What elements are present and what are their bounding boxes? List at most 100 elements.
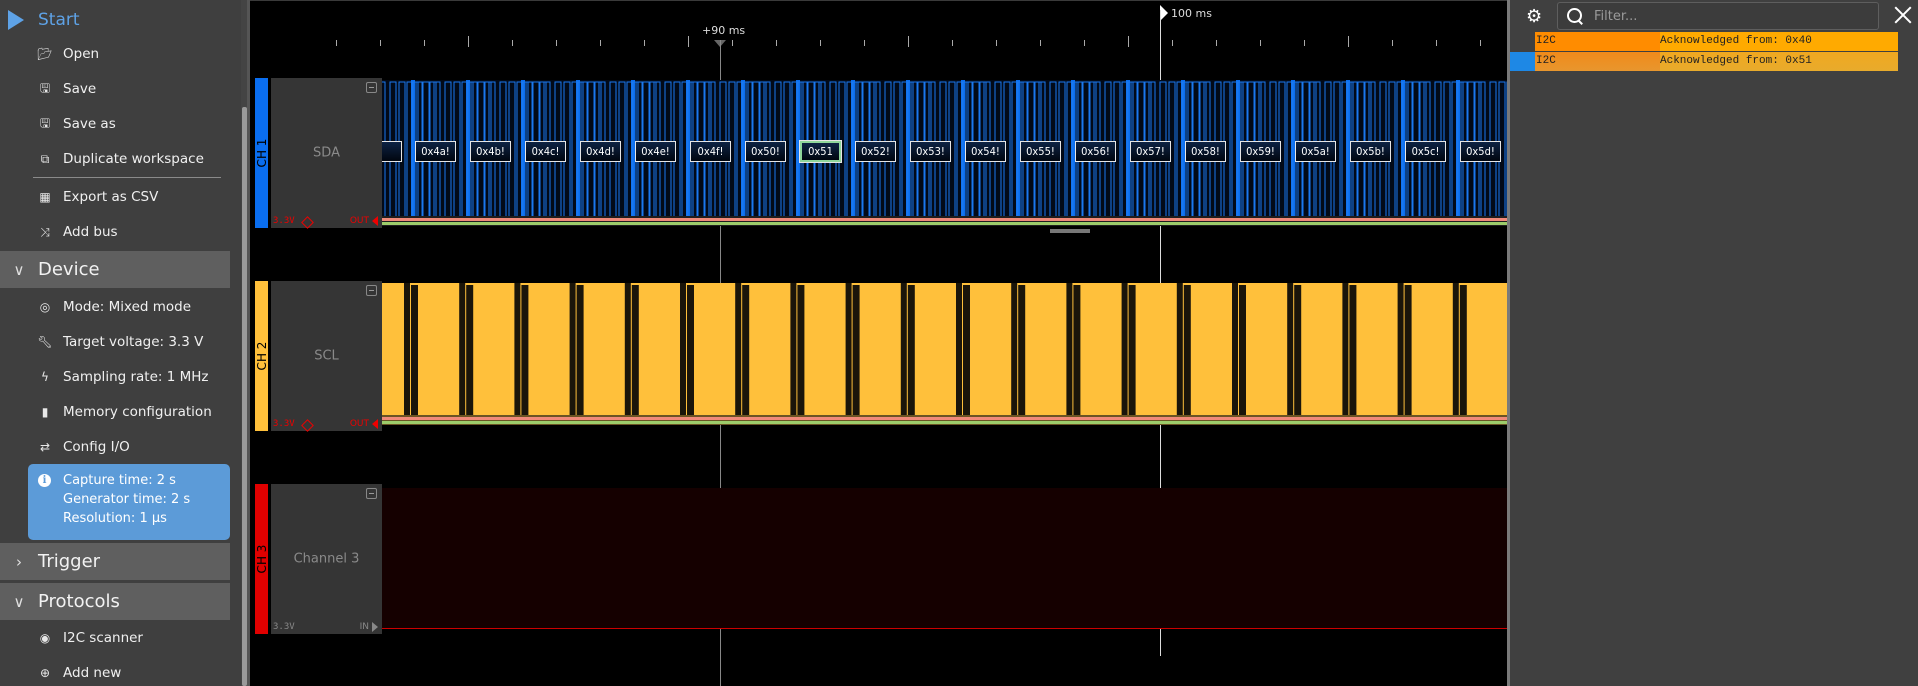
eye-icon: ◉	[39, 631, 51, 645]
minor-tick	[996, 40, 997, 46]
menu-item-label: Export as CSV	[63, 189, 159, 205]
decode-label[interactable]: 0x53!	[910, 141, 951, 162]
channel-2: CH 2 SCL 3.3V OUT	[255, 281, 1507, 432]
decode-label[interactable]: 0x5a!	[1295, 141, 1336, 162]
channel-direction[interactable]: IN	[360, 622, 378, 632]
menu-item-label: Mode: Mixed mode	[63, 299, 192, 315]
menu-item-save-as[interactable]: 🖫 Save as	[38, 112, 116, 136]
decode-label[interactable]: 0x59!	[1240, 141, 1281, 162]
minor-tick	[1480, 40, 1481, 46]
decode-label[interactable]: 0x55!	[1020, 141, 1061, 162]
major-tick	[908, 36, 909, 47]
channel-name: Channel 3	[293, 551, 360, 567]
cursor-b-label: 100 ms	[1171, 7, 1212, 20]
gear-icon[interactable]: ⚙	[1526, 6, 1543, 27]
channel-direction[interactable]: OUT	[350, 216, 378, 226]
channel-label-box[interactable]: SCL 3.3V OUT	[271, 281, 382, 432]
channel-3-trace[interactable]	[382, 484, 1507, 634]
sda-trace[interactable]: 0x4a! 0x4b! 0x4c! 0x4d! 0x4e! 0x4f! 0x50! 0x51 0…	[382, 78, 1507, 228]
decode-label[interactable]: 0x4d!	[580, 141, 621, 162]
sidebar-resize-handle[interactable]	[247, 0, 250, 686]
menu-item-target-voltage[interactable]: 🔧︎ Target voltage: 3.3 V	[37, 330, 203, 354]
collapse-icon[interactable]	[366, 82, 377, 93]
cursor-b-flag-icon[interactable]	[1160, 5, 1168, 21]
section-device[interactable]: ∨ Device	[0, 251, 230, 288]
decode-label[interactable]: 0x4a!	[415, 141, 456, 162]
channel-label-box[interactable]: SDA 3.3V OUT	[271, 78, 382, 229]
menu-item-mode[interactable]: ◎ Mode: Mixed mode	[38, 295, 191, 319]
menu-item-duplicate-workspace[interactable]: ⧉ Duplicate workspace	[38, 147, 204, 171]
close-icon[interactable]	[1892, 4, 1914, 26]
mode-icon: ◎	[39, 300, 51, 314]
menu-item-memory-configuration[interactable]: ▮ Memory configuration	[38, 400, 212, 424]
start-button[interactable]: Start	[8, 6, 80, 34]
menu-item-config-io[interactable]: ⇄ Config I/O	[38, 435, 130, 459]
collapse-icon[interactable]	[366, 488, 377, 499]
arrow-left-icon	[372, 216, 378, 226]
scl-trace[interactable]	[382, 281, 1507, 431]
minor-tick	[776, 40, 777, 46]
channel-color-bar[interactable]: CH 3	[255, 484, 269, 634]
wrench-icon: 🔧︎	[37, 335, 53, 349]
menu-item-label: Memory configuration	[63, 404, 212, 420]
trigger-icon[interactable]	[301, 419, 314, 432]
minor-tick	[952, 40, 953, 46]
menu-item-export-csv[interactable]: ▦ Export as CSV	[38, 185, 158, 209]
decode-label[interactable]: 0x4f!	[690, 141, 731, 162]
menu-item-add-new[interactable]: ⊕ Add new	[38, 661, 121, 685]
plus-circle-icon: ⊕	[39, 666, 51, 680]
decode-label[interactable]: 0x5b!	[1350, 141, 1391, 162]
trigger-icon[interactable]	[301, 216, 314, 229]
decode-label[interactable]: 0x57!	[1130, 141, 1171, 162]
play-icon	[8, 10, 24, 30]
selected-row-marker	[1510, 52, 1535, 71]
chevron-right-icon: ›	[16, 552, 22, 571]
section-protocols[interactable]: ∨ Protocols	[0, 583, 230, 620]
channel-label-box[interactable]: Channel 3 3.3V IN	[271, 484, 382, 634]
panel-resize-handle[interactable]	[1507, 0, 1510, 686]
channel-color-bar[interactable]: CH 1	[255, 78, 269, 228]
menu-item-save[interactable]: 🖫 Save	[38, 77, 96, 101]
channel-color-bar[interactable]: CH 2	[255, 281, 269, 431]
decode-label[interactable]: 0x58!	[1185, 141, 1226, 162]
decode-label[interactable]: 0x51	[799, 140, 842, 163]
decode-label[interactable]: 0x5d!	[1460, 141, 1501, 162]
arrow-left-icon	[372, 419, 378, 429]
major-tick	[688, 36, 689, 47]
decode-label-partial[interactable]	[382, 141, 402, 162]
channel-direction[interactable]: OUT	[350, 419, 378, 429]
filter-box[interactable]	[1557, 2, 1879, 30]
channel-3-waveform	[382, 488, 1507, 628]
collapse-icon[interactable]	[366, 285, 377, 296]
save-as-icon: 🖫	[39, 115, 51, 130]
decode-label[interactable]: 0x4b!	[470, 141, 511, 162]
decode-label[interactable]: 0x52!	[855, 141, 896, 162]
protocol-panel: ⚙ I2C Acknowledged from: 0x40 I2C Acknow…	[1510, 0, 1918, 686]
sidebar-scrollbar-thumb[interactable]	[242, 107, 247, 686]
decode-label[interactable]: 0x56!	[1075, 141, 1116, 162]
log-message: Acknowledged from: 0x40	[1660, 32, 1898, 51]
decode-label[interactable]: 0x50!	[745, 141, 786, 162]
waveform-view[interactable]: +90 ms 100 ms CH 1 SDA 3.3V OUT 0x4a!0x4…	[250, 0, 1507, 686]
channel-voltage: 3.3V	[273, 419, 295, 429]
arrow-right-icon	[372, 622, 378, 632]
minor-tick	[1216, 40, 1217, 46]
decode-label[interactable]: 0x54!	[965, 141, 1006, 162]
menu-item-sampling-rate[interactable]: ϟ Sampling rate: 1 MHz	[38, 365, 208, 389]
menu-item-add-bus[interactable]: ⤨ Add bus	[38, 220, 117, 244]
decode-label[interactable]: 0x4c!	[525, 141, 566, 162]
sidebar: Start 📂︎ Open 🖫 Save 🖫 Save as ⧉ Duplica…	[0, 0, 247, 686]
shuffle-icon: ⤨	[40, 224, 50, 239]
direction-label: OUT	[349, 419, 369, 429]
section-trigger[interactable]: › Trigger	[0, 543, 230, 580]
log-row[interactable]: I2C Acknowledged from: 0x51	[1535, 52, 1898, 71]
menu-item-label: Open	[63, 46, 100, 62]
log-message: Acknowledged from: 0x51	[1660, 52, 1898, 71]
menu-item-open[interactable]: 📂︎ Open	[37, 42, 100, 66]
log-row[interactable]: I2C Acknowledged from: 0x40	[1535, 32, 1898, 51]
filter-input[interactable]	[1594, 8, 1864, 24]
decode-label[interactable]: 0x4e!	[635, 141, 676, 162]
channel-resize-handle[interactable]	[1050, 229, 1090, 233]
menu-item-i2c-scanner[interactable]: ◉ I2C scanner	[38, 626, 143, 650]
decode-label[interactable]: 0x5c!	[1405, 141, 1446, 162]
